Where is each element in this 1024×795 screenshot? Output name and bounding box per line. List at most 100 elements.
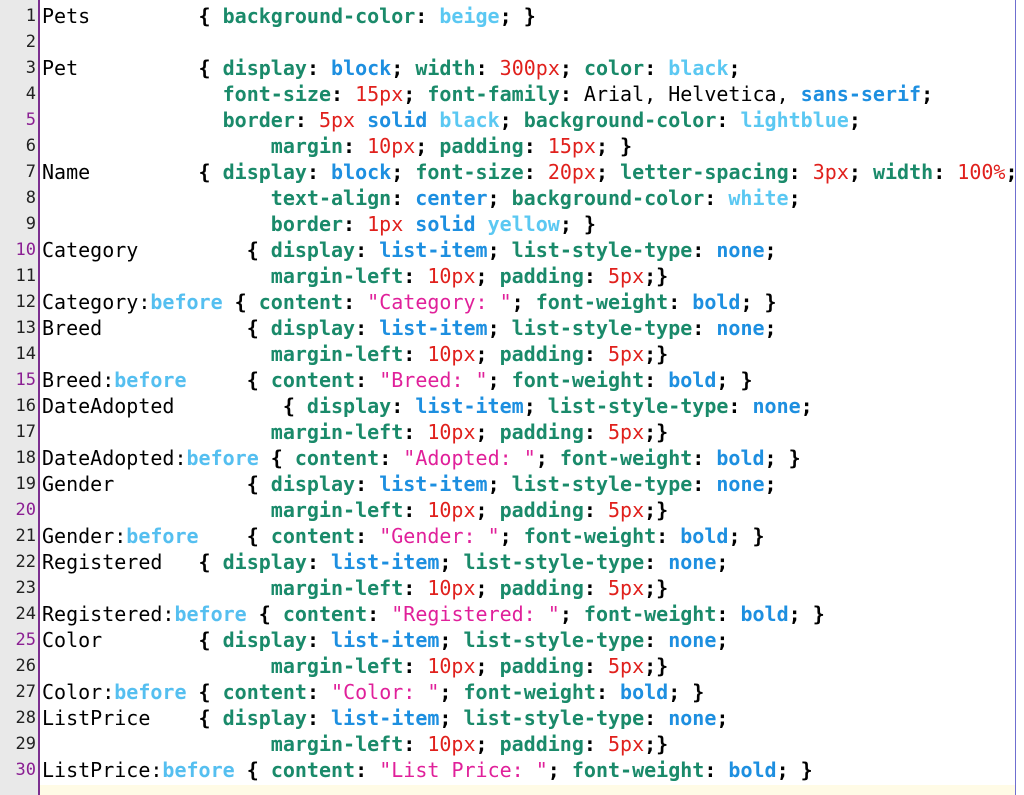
code-text[interactable]: Pet { display: block; width: 300px; colo…	[42, 55, 741, 81]
token-punc: ; }	[728, 524, 765, 548]
token-prop: list-style-type	[511, 316, 693, 340]
token-num: 10px	[427, 498, 476, 522]
token-pseudo: before	[174, 602, 247, 626]
token-punc: :	[583, 498, 608, 522]
code-text[interactable]: Color { display: list-item; list-style-t…	[42, 627, 728, 653]
line-number: 4	[25, 84, 36, 104]
token-num: 10px	[427, 732, 476, 756]
token-punc: :	[306, 550, 332, 574]
token-punc: ;	[1005, 160, 1018, 184]
token-punc: :	[355, 758, 380, 782]
code-text[interactable]: border: 1px solid yellow; }	[42, 211, 596, 237]
code-text[interactable]: Gender { display: list-item; list-style-…	[42, 471, 777, 497]
token-num: 20px	[547, 160, 596, 184]
token-punc: :	[294, 108, 319, 132]
gutter-change-bar	[38, 0, 40, 795]
token-punc: :	[306, 160, 332, 184]
line-number: 1	[25, 6, 36, 26]
code-text[interactable]: Pets { background-color: beige; }	[42, 3, 536, 29]
token-prop: content	[270, 368, 356, 392]
token-kw: none	[752, 394, 801, 418]
code-text[interactable]: Color:before { content: "Color: "; font-…	[42, 679, 704, 705]
line-number: 17	[15, 422, 36, 442]
code-text[interactable]: Breed { display: list-item; list-style-t…	[42, 315, 777, 341]
code-text[interactable]: Registered:before { content: "Registered…	[42, 601, 825, 627]
token-punc: :	[403, 732, 428, 756]
line-number: 9	[25, 214, 36, 234]
line-number: 6	[25, 136, 36, 156]
code-text[interactable]: DateAdopted:before { content: "Adopted: …	[42, 445, 801, 471]
token-punc: ; }	[716, 368, 753, 392]
token-punc: :	[523, 160, 548, 184]
token-prop: display	[270, 238, 356, 262]
token-punc: :	[644, 550, 669, 574]
code-text[interactable]: border: 5px solid black; background-colo…	[42, 107, 861, 133]
token-sel	[42, 498, 271, 522]
token-punc: {	[270, 446, 295, 470]
token-punc: ;	[475, 264, 500, 288]
code-text[interactable]: Gender:before { content: "Gender: "; fon…	[42, 523, 765, 549]
token-punc: ; }	[559, 212, 596, 236]
line-number: 22	[15, 552, 36, 572]
line-number: 7	[25, 162, 36, 182]
token-kw: bold	[692, 290, 741, 314]
token-prop: padding	[499, 654, 584, 678]
code-text[interactable]: DateAdopted { display: list-item; list-s…	[42, 393, 813, 419]
token-punc: :	[355, 316, 380, 340]
token-prop: font-family	[427, 82, 560, 106]
token-num: 5px	[607, 654, 645, 678]
token-sel	[42, 134, 271, 158]
token-kw: list-item	[415, 394, 524, 418]
code-text[interactable]: text-align: center; background-color: wh…	[42, 185, 801, 211]
code-text[interactable]: margin-left: 10px; padding: 5px;}	[42, 653, 668, 679]
token-punc: {	[246, 238, 271, 262]
token-pseudo: before	[150, 290, 223, 314]
token-punc: ;	[403, 82, 428, 106]
token-num: 5px	[318, 108, 356, 132]
token-prop: background-color	[523, 108, 717, 132]
token-num: 10px	[367, 134, 416, 158]
code-text[interactable]: Name { display: block; font-size: 20px; …	[42, 159, 1018, 185]
code-text[interactable]: ListPrice:before { content: "List Price:…	[42, 757, 813, 783]
token-plain	[187, 368, 247, 392]
token-punc: ; }	[668, 680, 705, 704]
token-punc: {	[198, 628, 223, 652]
token-punc: ;	[716, 706, 729, 730]
code-text[interactable]: margin-left: 10px; padding: 5px;}	[42, 419, 668, 445]
code-text[interactable]: margin-left: 10px; padding: 5px;}	[42, 263, 668, 289]
code-text[interactable]: margin-left: 10px; padding: 5px;}	[42, 575, 668, 601]
code-text[interactable]: margin-left: 10px; padding: 5px;}	[42, 341, 668, 367]
code-text[interactable]: Category { display: list-item; list-styl…	[42, 237, 777, 263]
token-pseudo: before	[186, 446, 259, 470]
token-punc: :	[716, 602, 741, 626]
code-text[interactable]: ListPrice { display: list-item; list-sty…	[42, 705, 728, 731]
code-text[interactable]: margin: 10px; padding: 15px; }	[42, 133, 632, 159]
code-text[interactable]: margin-left: 10px; padding: 5px;}	[42, 497, 668, 523]
code-text[interactable]: Category:before { content: "Category: ";…	[42, 289, 777, 315]
token-punc: ;	[535, 446, 560, 470]
code-text[interactable]: margin-left: 10px; padding: 5px;}	[42, 731, 668, 757]
token-punc: :	[583, 420, 608, 444]
token-punc: :	[559, 82, 584, 106]
token-punc: {	[198, 160, 223, 184]
token-prop: font-weight	[571, 758, 705, 782]
token-kwl: lightblue	[740, 108, 849, 132]
token-sel: Pets	[42, 4, 199, 28]
token-punc: {	[234, 290, 259, 314]
token-kw: none	[716, 316, 765, 340]
token-punc: :	[523, 134, 548, 158]
code-text[interactable]: font-size: 15px; font-family: Arial, Hel…	[42, 81, 934, 107]
token-pseudo: before	[162, 758, 235, 782]
token-prop: margin-left	[270, 654, 404, 678]
code-text[interactable]: Breed:before { content: "Breed: "; font-…	[42, 367, 753, 393]
token-num: 5px	[607, 732, 645, 756]
token-sel: Breed	[42, 316, 247, 340]
token-str: "Breed: "	[379, 368, 488, 392]
token-punc: ;	[764, 238, 777, 262]
code-text[interactable]: Registered { display: list-item; list-st…	[42, 549, 728, 575]
token-punc: ; }	[764, 446, 801, 470]
token-prop: padding	[499, 342, 584, 366]
token-kw: bold	[668, 368, 717, 392]
token-pseudo: before	[114, 368, 187, 392]
